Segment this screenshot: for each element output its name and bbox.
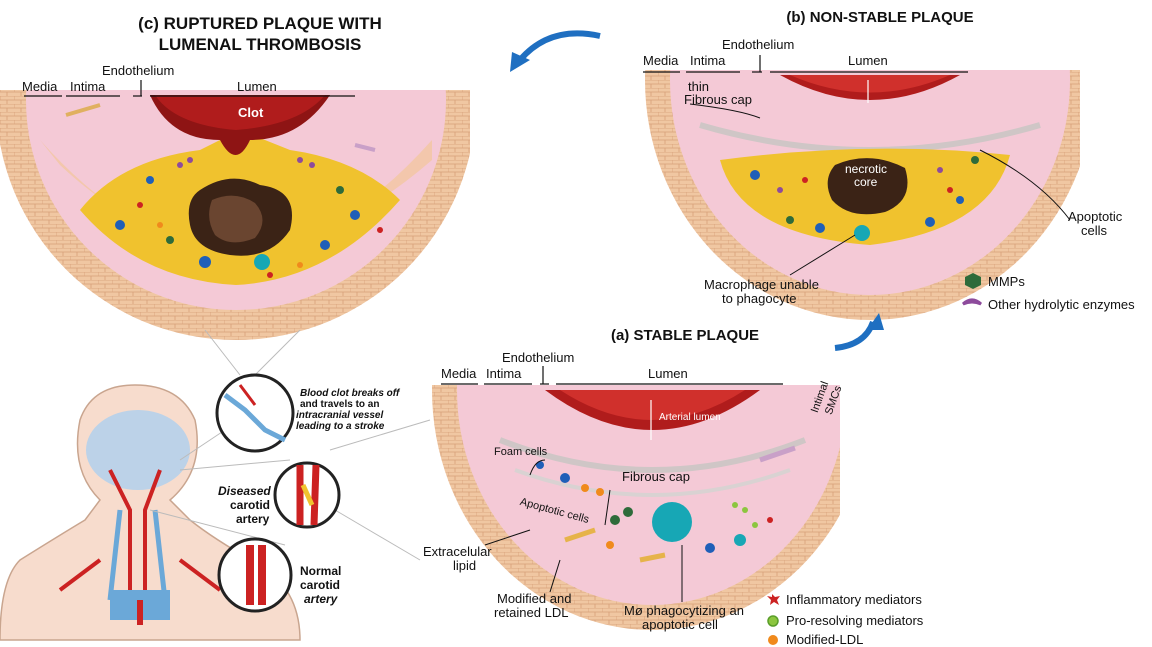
media-label-b: Media (643, 54, 678, 68)
hydrolytic-icon (963, 300, 981, 304)
lumen-label-c: Lumen (237, 80, 277, 94)
modified-ldl-label-2: retained LDL (494, 606, 568, 620)
mphi-label-2: apoptotic cell (642, 618, 718, 632)
endothelium-label-c: Endothelium (102, 64, 174, 78)
arrow-a-to-b (835, 322, 873, 348)
diseased-label-3: artery (236, 512, 269, 526)
lumen-label-a: Lumen (648, 367, 688, 381)
clot-label: Clot (238, 106, 263, 120)
modified-ldl-label-1: Modified and (497, 592, 571, 606)
necrotic-label-2: core (854, 175, 877, 189)
ruptured-title-1: (c) RUPTURED PLAQUE WITH (110, 14, 410, 34)
diseased-label-2: carotid (230, 498, 270, 512)
nonstable-title: (b) NON-STABLE PLAQUE (770, 8, 990, 28)
pro-resolving-icon (768, 616, 778, 626)
clot-text-3: intracranial vessel (296, 410, 383, 421)
extracellular-label-1: Extracelular (423, 545, 492, 559)
legend-inflammatory: Inflammatory mediators (786, 592, 922, 607)
mphi-label-1: Mø phagocytizing an (624, 604, 744, 618)
normal-zoom-circle (219, 539, 291, 611)
fibrous-cap-label: Fibrous cap (622, 470, 690, 484)
inflammatory-icon (767, 594, 780, 605)
media-label-c: Media (22, 80, 57, 94)
apoptotic-label-b-2: cells (1081, 224, 1107, 238)
arrow-b-to-c (520, 33, 600, 60)
normal-label-2: carotid (300, 578, 340, 592)
extracellular-label-2: lipid (453, 559, 476, 573)
legend-hydrolytic: Other hydrolytic enzymes (988, 297, 1135, 312)
intima-label-b: Intima (690, 54, 725, 68)
diseased-label-1: Diseased (218, 484, 271, 498)
clot-text-2: and travels to an (300, 399, 379, 410)
endothelium-label-a: Endothelium (502, 351, 574, 365)
lumen-label-b: Lumen (848, 54, 888, 68)
intima-label-a: Intima (486, 367, 521, 381)
clot-text-4: leading to a stroke (296, 421, 384, 432)
arterial-lumen-label: Arterial lumen (659, 411, 721, 425)
thin-cap-label-2: Fibrous cap (684, 93, 752, 107)
stable-title: (a) STABLE PLAQUE (600, 326, 770, 346)
endothelium-label-b: Endothelium (722, 38, 794, 52)
foam-cells-label: Foam cells (494, 445, 547, 459)
nonstable-plaque-panel (645, 0, 1095, 320)
macrophage-label-1: Macrophage unable (704, 278, 819, 292)
intima-label-c: Intima (70, 80, 105, 94)
media-label-a: Media (441, 367, 476, 381)
normal-label-3: artery (304, 592, 337, 606)
modified-ldl-icon (768, 635, 778, 645)
ruptured-title-2: LUMENAL THROMBOSIS (110, 35, 410, 55)
macrophage-label-2: to phagocyte (722, 292, 796, 306)
clot-text-1: Blood clot breaks off (300, 388, 399, 399)
brain (86, 410, 190, 490)
legend-mmps: MMPs (988, 274, 1025, 289)
legend-modified-ldl: Modified-LDL (786, 632, 863, 647)
normal-label-1: Normal (300, 564, 341, 578)
apoptotic-label-b-1: Apoptotic (1068, 210, 1122, 224)
legend-pro-resolving: Pro-resolving mediators (786, 613, 923, 628)
necrotic-label-1: necrotic (845, 162, 887, 176)
